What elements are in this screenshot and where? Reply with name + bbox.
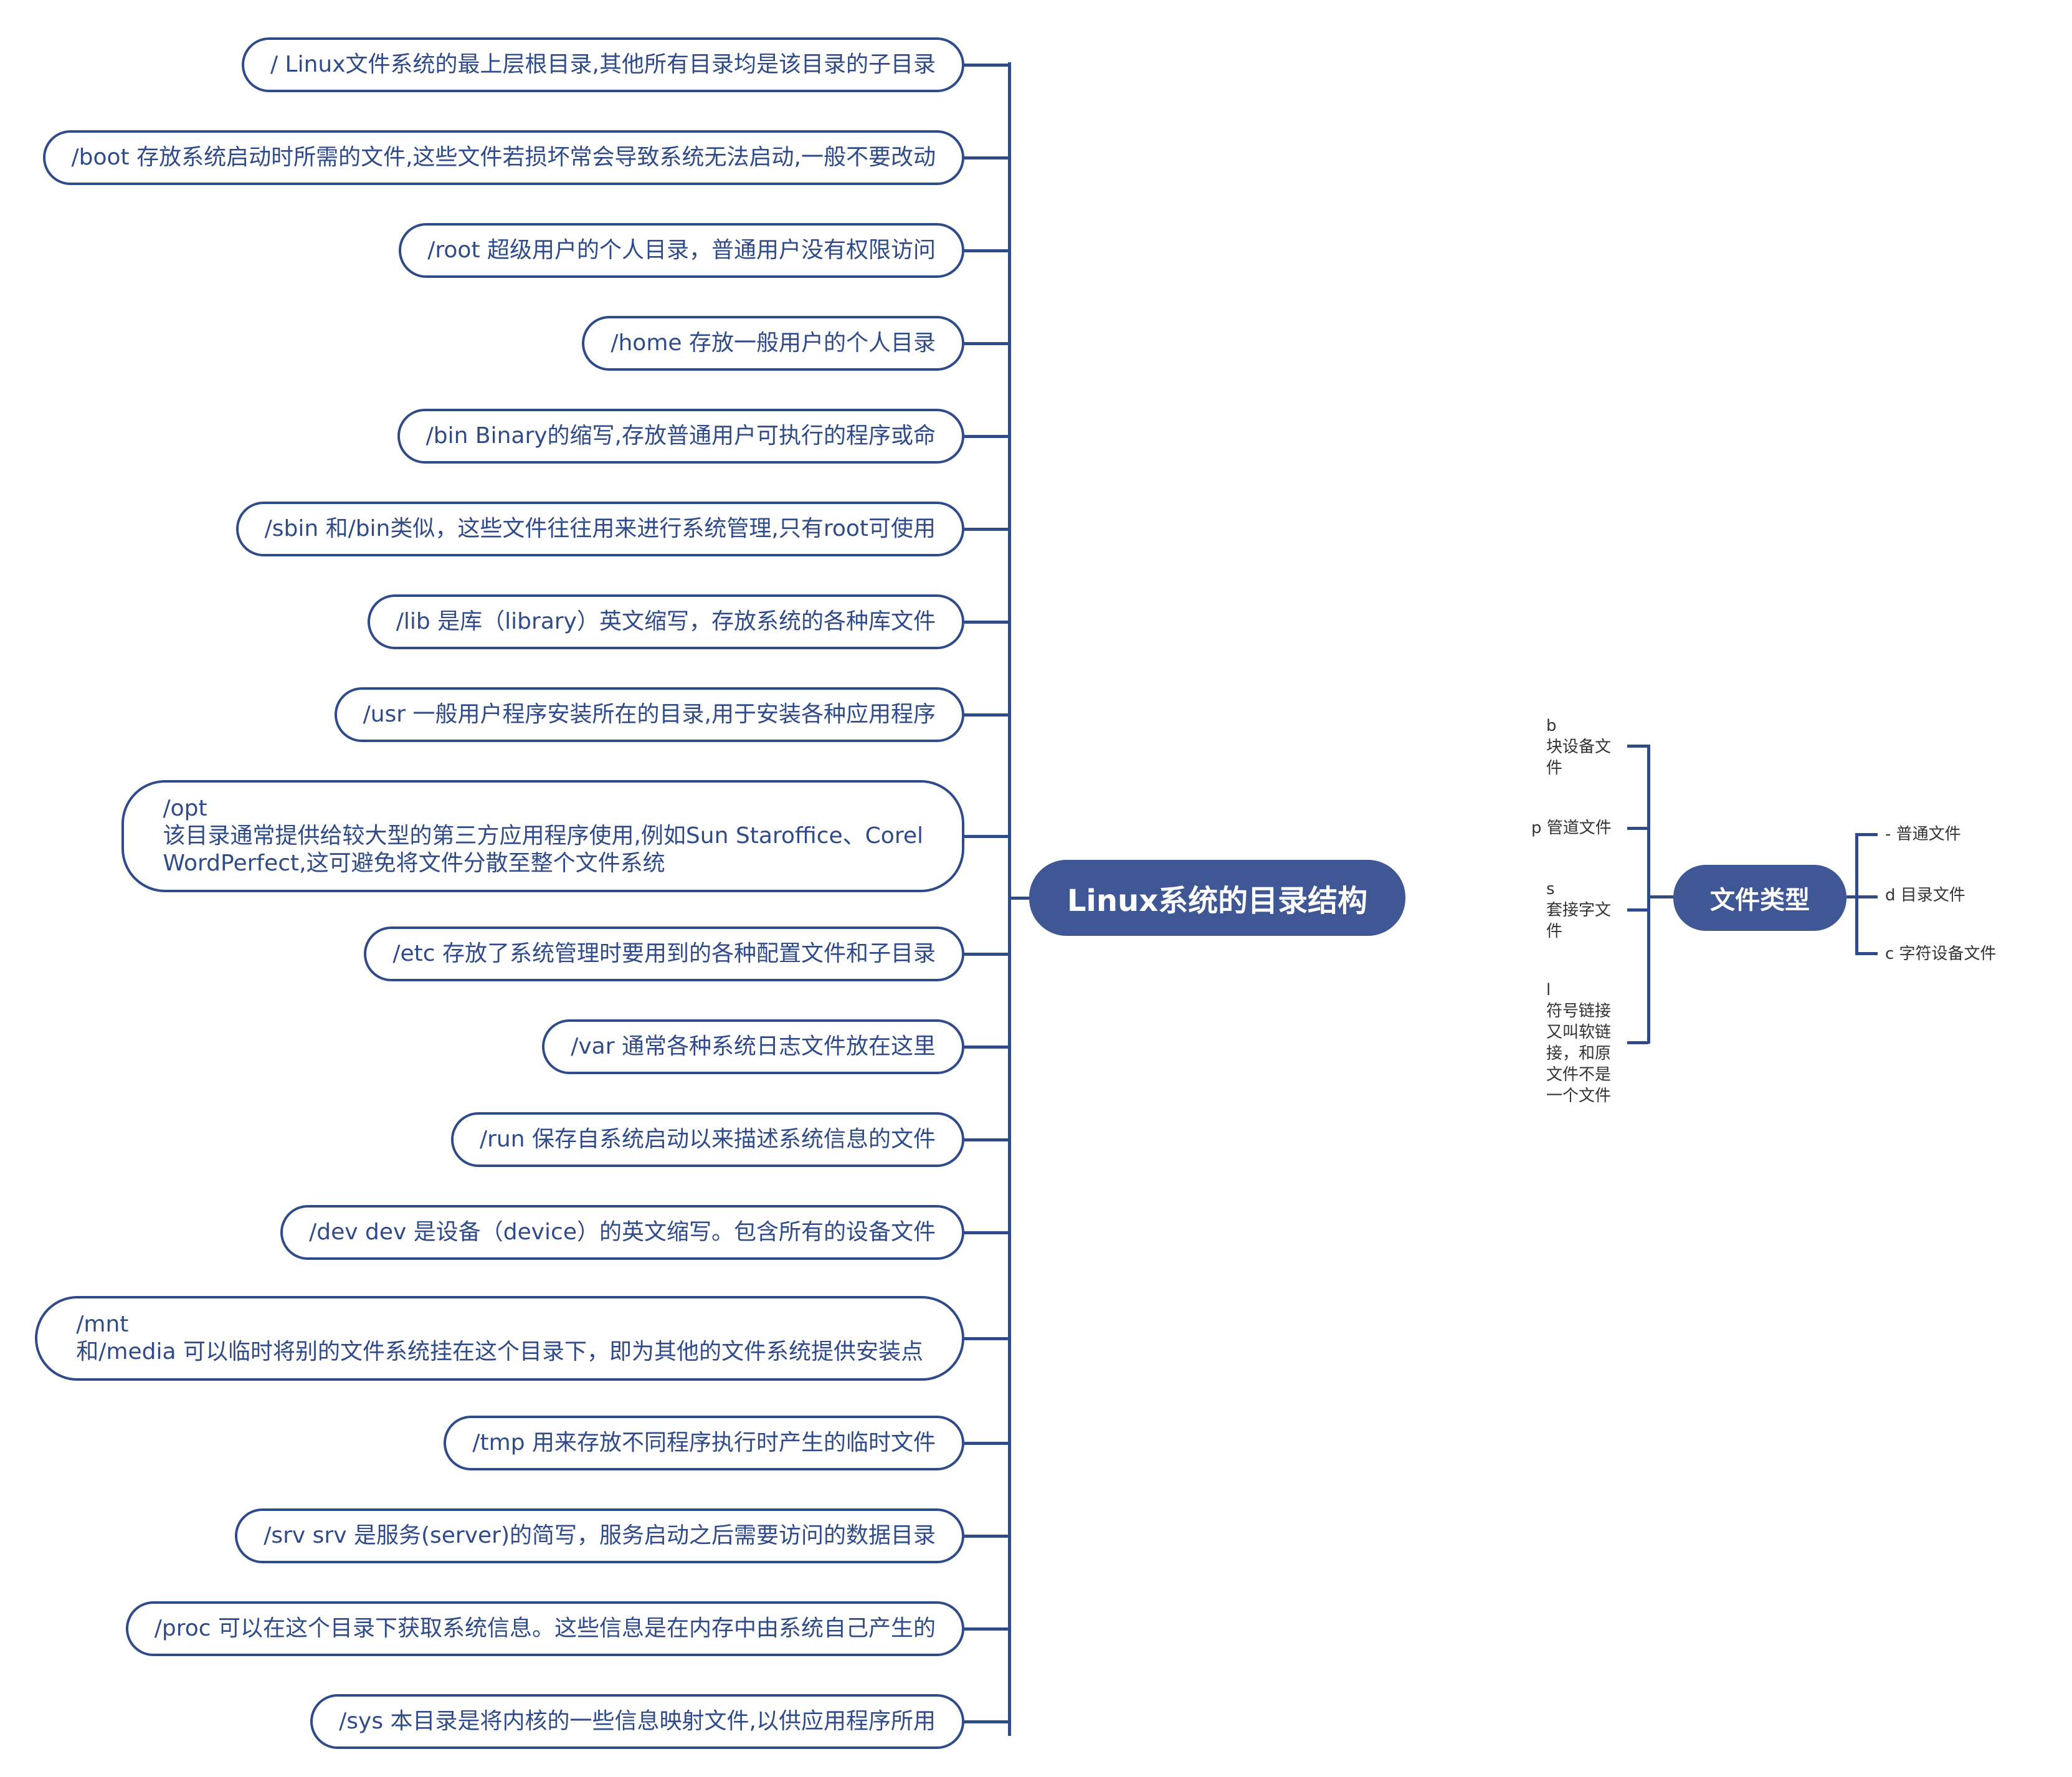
- node-text: / Linux文件系统的最上层根目录,其他所有目录均是该目录的子目录: [270, 52, 936, 77]
- type-item-line: 接，和原: [1546, 1044, 1612, 1063]
- type-item-char-device[interactable]: c 字符设备文件: [1885, 943, 1997, 965]
- node-connector: [964, 342, 1009, 345]
- dir-node-boot[interactable]: /boot 存放系统启动时所需的文件,这些文件若损坏常会导致系统无法启动,一般不…: [42, 130, 964, 185]
- types-right-bracket: [1855, 833, 1858, 955]
- node-text: /boot 存放系统启动时所需的文件,这些文件若损坏常会导致系统无法启动,一般不…: [71, 145, 936, 170]
- node-connector: [964, 1231, 1009, 1234]
- node-text-line: /mnt: [76, 1312, 129, 1337]
- type-item-line: c 字符设备文件: [1885, 945, 1997, 963]
- node-text-line: /opt: [163, 796, 207, 821]
- type-item-line: 一个文件: [1546, 1087, 1612, 1105]
- dir-node-mnt[interactable]: /mnt 和/media 可以临时将别的文件系统挂在这个目录下，即为其他的文件系…: [35, 1296, 964, 1381]
- dir-node-sys[interactable]: /sys 本目录是将内核的一些信息映射文件,以供应用程序所用: [310, 1694, 964, 1749]
- types-left-tick-s: [1627, 908, 1648, 912]
- node-text: /home 存放一般用户的个人目录: [611, 330, 936, 356]
- type-item-line: - 普通文件: [1885, 825, 1961, 844]
- node-text: /dev dev 是设备（device）的英文缩写。包含所有的设备文件: [309, 1219, 936, 1245]
- node-text: /etc 存放了系统管理时要用到的各种配置文件和子目录: [392, 941, 936, 966]
- node-connector: [964, 1535, 1009, 1538]
- types-left-tick-b: [1627, 745, 1648, 748]
- node-text: /proc 可以在这个目录下获取系统信息。这些信息是在内存中由系统自己产生的: [154, 1616, 936, 1641]
- node-connector: [964, 156, 1009, 160]
- node-connector: [964, 1627, 1009, 1631]
- type-item-block[interactable]: b 块设备文 件: [1546, 715, 1611, 779]
- type-item-line: 件: [1546, 922, 1563, 941]
- type-item-line: 文件不是: [1546, 1065, 1612, 1084]
- node-text: /lib 是库（library）英文缩写，存放系统的各种库文件: [396, 609, 936, 634]
- type-item-symlink[interactable]: l 符号链接 又叫软链 接，和原 文件不是 一个文件: [1546, 979, 1611, 1107]
- types-right-tick-regular: [1855, 833, 1878, 836]
- type-item-line: d 目录文件: [1885, 886, 1965, 905]
- node-text-line: 和/media 可以临时将别的文件系统挂在这个目录下，即为其他的文件系统提供安装…: [76, 1339, 923, 1365]
- dir-node-home[interactable]: /home 存放一般用户的个人目录: [582, 316, 964, 371]
- dir-node-root-home[interactable]: /root 超级用户的个人目录，普通用户没有权限访问: [399, 223, 964, 278]
- dir-node-dev[interactable]: /dev dev 是设备（device）的英文缩写。包含所有的设备文件: [280, 1205, 964, 1260]
- node-connector: [964, 953, 1009, 956]
- types-right-tick-dir: [1855, 895, 1878, 898]
- node-connector: [964, 1046, 1009, 1049]
- type-item-directory[interactable]: d 目录文件: [1885, 885, 1965, 906]
- types-right-tick-char: [1855, 952, 1878, 955]
- trunk-to-center-connector: [1008, 897, 1029, 900]
- file-types-topic[interactable]: 文件类型: [1673, 865, 1846, 931]
- dir-node-root[interactable]: / Linux文件系统的最上层根目录,其他所有目录均是该目录的子目录: [241, 37, 964, 92]
- node-connector: [964, 621, 1009, 624]
- node-connector: [964, 249, 1009, 252]
- dir-node-bin[interactable]: /bin Binary的缩写,存放普通用户可执行的程序或命: [397, 409, 964, 464]
- central-topic[interactable]: Linux系统的目录结构: [1029, 860, 1405, 936]
- file-types-label: 文件类型: [1710, 886, 1810, 915]
- type-item-line: 符号链接: [1546, 1002, 1612, 1021]
- node-text: /run 保存自系统启动以来描述系统信息的文件: [479, 1127, 936, 1152]
- dir-node-proc[interactable]: /proc 可以在这个目录下获取系统信息。这些信息是在内存中由系统自己产生的: [125, 1601, 964, 1656]
- node-connector: [964, 528, 1009, 531]
- node-text: /tmp 用来存放不同程序执行时产生的临时文件: [472, 1430, 936, 1455]
- dir-node-usr[interactable]: /usr 一般用户程序安装所在的目录,用于安装各种应用程序: [334, 687, 964, 742]
- types-left-bracket: [1647, 745, 1650, 1044]
- dir-node-run[interactable]: /run 保存自系统启动以来描述系统信息的文件: [450, 1112, 964, 1167]
- type-item-pipe[interactable]: p 管道文件: [1531, 817, 1612, 839]
- type-item-line: b: [1546, 717, 1557, 735]
- node-connector: [964, 435, 1009, 438]
- dir-node-opt[interactable]: /opt 该目录通常提供给较大型的第三方应用程序使用,例如Sun Staroff…: [121, 780, 964, 892]
- node-text-line: WordPerfect,这可避免将文件分散至整个文件系统: [163, 850, 665, 876]
- node-text: /sys 本目录是将内核的一些信息映射文件,以供应用程序所用: [339, 1708, 936, 1734]
- node-connector: [964, 1337, 1009, 1340]
- dir-node-lib[interactable]: /lib 是库（library）英文缩写，存放系统的各种库文件: [367, 594, 964, 649]
- type-item-regular[interactable]: - 普通文件: [1885, 824, 1961, 845]
- node-connector: [964, 64, 1009, 67]
- node-text: /srv srv 是服务(server)的简写，服务启动之后需要访问的数据目录: [264, 1523, 936, 1548]
- type-item-line: 套接字文: [1546, 901, 1612, 920]
- type-item-line: 块设备文: [1546, 738, 1612, 756]
- type-item-line: 又叫软链: [1546, 1023, 1612, 1042]
- node-text: /root 超级用户的个人目录，普通用户没有权限访问: [427, 237, 936, 263]
- type-item-line: s: [1546, 880, 1555, 898]
- node-text: /sbin 和/bin类似，这些文件往往用来进行系统管理,只有root可使用: [264, 516, 936, 541]
- node-connector: [964, 835, 1009, 838]
- node-text: /bin Binary的缩写,存放普通用户可执行的程序或命: [425, 423, 936, 449]
- node-connector: [964, 1138, 1009, 1141]
- dir-node-sbin[interactable]: /sbin 和/bin类似，这些文件往往用来进行系统管理,只有root可使用: [235, 502, 964, 556]
- node-connector: [964, 1720, 1009, 1723]
- node-connector: [964, 1442, 1009, 1445]
- types-left-tick-l: [1627, 1041, 1648, 1044]
- types-left-tick-p: [1627, 827, 1648, 830]
- central-topic-label: Linux系统的目录结构: [1067, 884, 1368, 918]
- dir-node-etc[interactable]: /etc 存放了系统管理时要用到的各种配置文件和子目录: [364, 927, 964, 981]
- node-text: /usr 一般用户程序安装所在的目录,用于安装各种应用程序: [363, 702, 936, 727]
- type-item-line: p 管道文件: [1531, 819, 1612, 837]
- type-item-line: 件: [1546, 759, 1563, 778]
- node-text: /var 通常各种系统日志文件放在这里: [571, 1034, 936, 1059]
- dir-node-var[interactable]: /var 通常各种系统日志文件放在这里: [542, 1019, 964, 1074]
- dir-node-tmp[interactable]: /tmp 用来存放不同程序执行时产生的临时文件: [444, 1416, 964, 1470]
- types-left-stub: [1647, 895, 1673, 898]
- type-item-line: l: [1546, 981, 1551, 999]
- node-connector: [964, 713, 1009, 717]
- dir-node-srv[interactable]: /srv srv 是服务(server)的简写，服务启动之后需要访问的数据目录: [235, 1508, 964, 1563]
- node-text-line: 该目录通常提供给较大型的第三方应用程序使用,例如Sun Staroffice、C…: [163, 823, 923, 849]
- type-item-socket[interactable]: s 套接字文 件: [1546, 879, 1611, 942]
